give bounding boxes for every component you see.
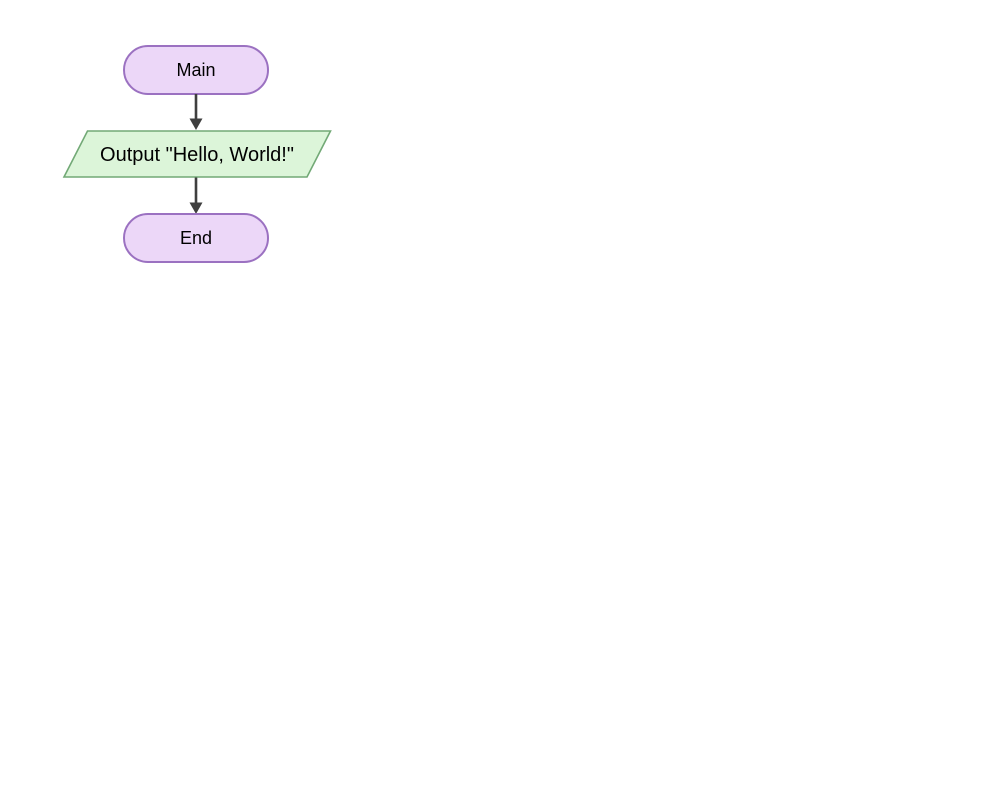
node-output-label: Output "Hello, World!" — [100, 144, 294, 166]
terminal-shape-end[interactable] — [123, 213, 269, 263]
arrowhead-icon — [189, 118, 203, 130]
arrowhead-icon — [189, 202, 203, 214]
node-main[interactable]: Main — [123, 45, 269, 95]
edge-main-to-output[interactable] — [189, 94, 203, 130]
node-end[interactable]: End — [123, 213, 269, 263]
node-end-label: End — [180, 228, 212, 248]
io-shape-output[interactable] — [62, 130, 332, 178]
node-main-label: Main — [176, 60, 215, 80]
node-output[interactable]: Output "Hello, World!" — [62, 130, 332, 178]
edge-output-to-end[interactable] — [189, 177, 203, 215]
